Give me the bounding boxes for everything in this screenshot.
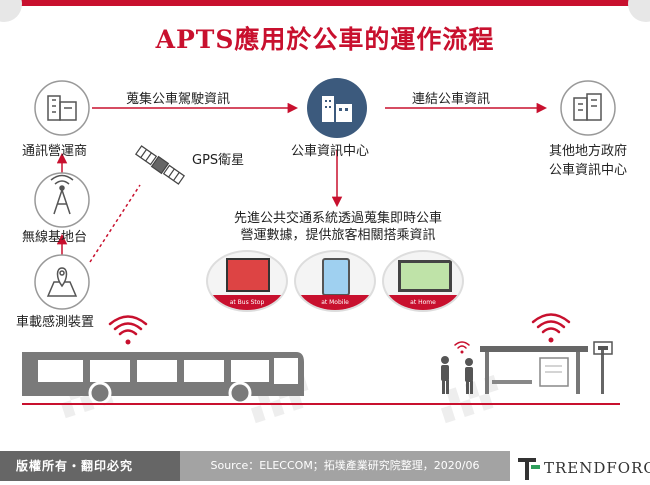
person-icon xyxy=(441,356,449,394)
footer: 版權所有・翻印必究 Source：ELECCOM；拓墣產業研究院整理，2020/… xyxy=(0,443,650,485)
diagram-canvas xyxy=(22,78,620,405)
output-label: at Home xyxy=(384,295,462,310)
output-mobile: at Mobile xyxy=(294,250,376,312)
source-text: Source：ELECCOM；拓墣產業研究院整理，2020/06 xyxy=(180,451,510,481)
description: 先進公共交通系統透過蒐集即時公車 營運數據，提供旅客相關搭乘資訊 xyxy=(188,210,488,244)
node-label-base-station: 無線基地台 xyxy=(22,230,88,245)
wifi-icon xyxy=(454,341,470,354)
output-bus-stop: at Bus Stop xyxy=(206,250,288,312)
node-label-telecom: 通訊營運商 xyxy=(22,144,88,159)
monitor-icon xyxy=(398,260,452,292)
office-building-icon xyxy=(322,96,352,122)
wifi-icon xyxy=(531,313,571,343)
node-label-other-gov: 其他地方政府 公車資訊中心 xyxy=(538,140,638,178)
output-label: at Mobile xyxy=(296,295,374,310)
node-label-center: 公車資訊中心 xyxy=(291,144,370,159)
antenna-tower-icon xyxy=(50,174,74,215)
bus-stop-sign-icon xyxy=(593,341,613,394)
edge-label-link: 連結公車資訊 xyxy=(412,92,491,107)
map-pin-icon xyxy=(46,267,78,297)
description-line1: 先進公共交通系統透過蒐集即時公車 xyxy=(233,211,442,226)
edge-label-collect: 蒐集公車駕駛資訊 xyxy=(126,92,231,107)
person-icon xyxy=(465,358,473,394)
trendforce-mark-icon xyxy=(518,458,540,480)
node-label-gps: GPS衛星 xyxy=(192,153,245,168)
slide-title: APTS應用於公車的運作流程 xyxy=(155,25,495,54)
corner-decoration xyxy=(0,0,22,22)
output-home: at Home xyxy=(382,250,464,312)
copyright-text: 版權所有・翻印必究 xyxy=(0,451,180,481)
bus-shelter-icon xyxy=(480,346,588,394)
satellite-icon xyxy=(134,145,186,185)
wifi-icon xyxy=(108,315,148,345)
trendforce-logo: TRENDFORCE xyxy=(516,455,650,481)
building-icon xyxy=(47,95,77,121)
output-label: at Bus Stop xyxy=(208,295,286,310)
bus-stop-display-icon xyxy=(226,258,270,292)
phone-icon xyxy=(322,258,350,296)
node-label-onboard-device: 車載感測裝置 xyxy=(16,315,95,330)
bus-icon xyxy=(22,352,304,405)
node-label-other-gov-line1: 其他地方政府 xyxy=(548,144,627,159)
node-label-other-gov-line2: 公車資訊中心 xyxy=(548,163,627,178)
corner-decoration xyxy=(628,0,650,22)
gps-link xyxy=(89,184,141,263)
building-icon xyxy=(573,93,602,121)
brand-name: TRENDFORCE xyxy=(544,459,650,477)
description-line2: 營運數據，提供旅客相關搭乘資訊 xyxy=(240,228,436,243)
